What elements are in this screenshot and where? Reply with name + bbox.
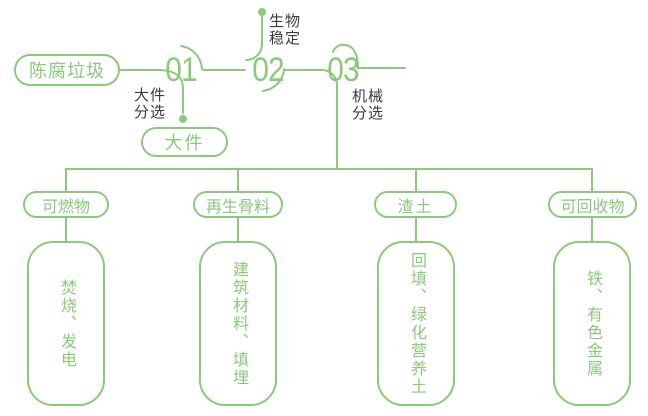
- line-distribution-drops: [237, 168, 417, 192]
- line-step1-to-step2: [180, 45, 246, 71]
- step-label-biological-stabilization: 生物 稳定: [269, 13, 302, 47]
- step-number-3: 03: [327, 51, 359, 89]
- step-label-bulky-sorting: 大件 分选: [134, 87, 167, 121]
- category-pill-recyclables-label: 可回收物: [560, 198, 625, 216]
- category-pill-combustibles-label: 可燃物: [41, 198, 90, 216]
- bulky-item-pill: 大件: [141, 127, 228, 157]
- line-distribution-rail: [65, 168, 593, 192]
- category-pill-slag-soil: 渣土: [374, 191, 457, 218]
- dot-bulky-endpoint: [179, 115, 187, 123]
- line-source-to-step1: [119, 69, 184, 114]
- line-step2-riser: [245, 15, 263, 61]
- category-pill-recycled-aggregate: 再生骨料: [193, 191, 283, 218]
- line-step3-tail: [332, 43, 406, 69]
- bulky-item-pill-label: 大件: [164, 133, 205, 153]
- source-pill: 陈腐垃圾: [14, 54, 120, 86]
- source-pill-label: 陈腐垃圾: [29, 61, 105, 81]
- line-step2-to-step3-and-drop: [262, 68, 338, 169]
- category-pill-recyclables: 可回收物: [548, 191, 637, 218]
- result-text-backfill-greening-soil: 回填、绿化营养土: [408, 251, 425, 396]
- result-box-incineration-power: 焚烧、发电: [27, 241, 105, 406]
- result-box-iron-nonferrous-metals: 铁、有色金属: [553, 241, 631, 406]
- dot-bio-endpoint: [258, 8, 266, 16]
- result-text-iron-nonferrous-metals: 铁、有色金属: [584, 269, 601, 378]
- line-pill-to-box-connectors: [65, 217, 593, 242]
- step-number-2: 02: [252, 51, 284, 89]
- result-box-backfill-greening-soil: 回填、绿化营养土: [377, 241, 455, 406]
- category-pill-recycled-aggregate-label: 再生骨料: [205, 198, 270, 216]
- step-number-1: 01: [165, 51, 197, 89]
- step-label-mechanical-sorting: 机械 分选: [352, 88, 385, 122]
- result-text-building-materials-landfill: 建筑材料、填埋: [230, 260, 247, 387]
- result-text-incineration-power: 焚烧、发电: [58, 278, 75, 369]
- result-box-building-materials-landfill: 建筑材料、填埋: [199, 241, 277, 406]
- category-pill-combustibles: 可燃物: [23, 191, 109, 218]
- category-pill-slag-soil-label: 渣土: [397, 198, 434, 216]
